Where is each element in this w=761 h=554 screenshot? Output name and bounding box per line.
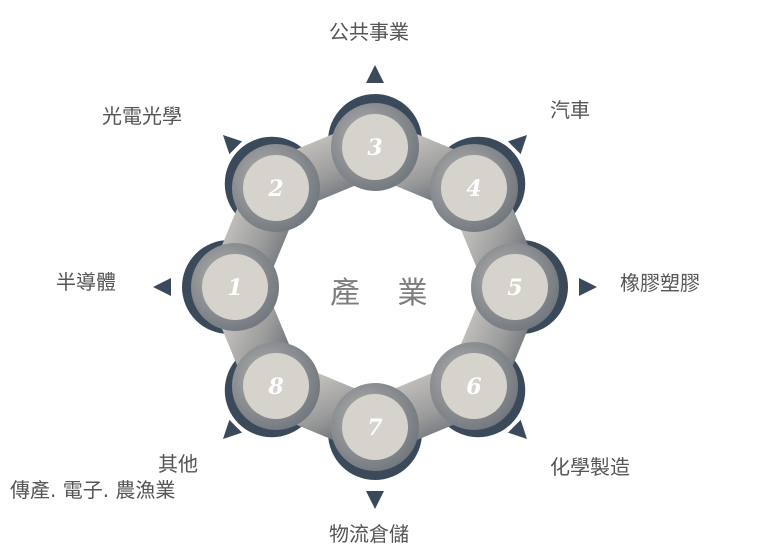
node-6: 6: [440, 352, 507, 419]
label-optoelectronics: 光電光學: [102, 104, 182, 128]
node-circle: [243, 352, 310, 419]
label-logistics: 物流倉儲: [329, 522, 409, 546]
node-circle: [202, 254, 268, 320]
label-semiconductor: 半導體: [56, 270, 116, 294]
node-circle: [342, 114, 408, 180]
node-number: 3: [367, 135, 382, 161]
center-title: 產 業: [330, 276, 442, 311]
arrow-icon: [366, 65, 384, 83]
node-circle: [342, 394, 408, 460]
arrow-icon: [507, 419, 528, 440]
label-others: 其他: [158, 452, 198, 476]
node-2: 2: [243, 155, 310, 222]
node-8: 8: [243, 352, 310, 419]
node-circle: [440, 155, 507, 222]
node-circle: [440, 352, 507, 419]
node-number: 4: [466, 176, 481, 202]
arrow-icon: [153, 278, 171, 296]
label-others-sub: 傳產. 電子. 農漁業: [10, 478, 176, 502]
node-circle: [243, 155, 310, 222]
arrow-icon: [366, 491, 384, 509]
label-rubber-plastics: 橡膠塑膠: [620, 271, 700, 295]
arrow-icon: [579, 278, 597, 296]
node-number: 6: [466, 374, 481, 400]
arrow-icon: [222, 419, 243, 440]
node-4: 4: [440, 155, 507, 222]
node-number: 7: [367, 415, 383, 441]
node-1: 1: [202, 254, 268, 320]
arrow-icon: [222, 134, 243, 155]
node-circle: [482, 254, 548, 320]
node-3: 3: [342, 114, 408, 180]
label-automotive: 汽車: [550, 98, 590, 122]
node-5: 5: [482, 254, 548, 320]
arrow-icon: [507, 134, 528, 155]
node-number: 5: [507, 275, 522, 301]
node-7: 7: [342, 394, 408, 460]
node-number: 8: [267, 374, 283, 400]
node-number: 2: [267, 176, 283, 202]
node-number: 1: [227, 275, 242, 301]
label-public-utilities: 公共事業: [329, 20, 409, 44]
label-chemical: 化學製造: [550, 455, 630, 479]
